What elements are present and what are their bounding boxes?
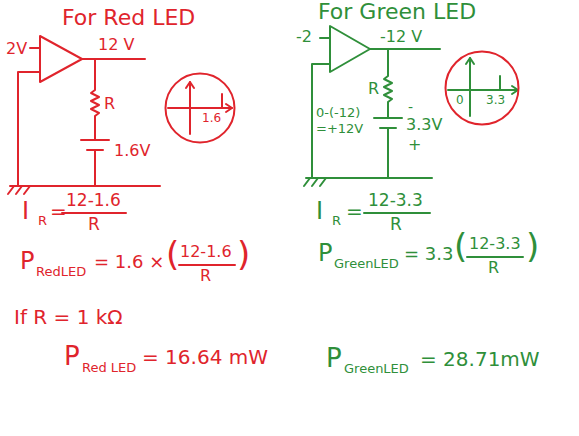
subscript: GreenLED xyxy=(344,362,409,376)
numerator: 12-1.6 xyxy=(180,243,232,261)
fraction-bar xyxy=(179,264,235,266)
ground-wire xyxy=(10,185,160,187)
axis-arrow xyxy=(466,58,474,64)
graph-circle: 1.6 xyxy=(164,72,236,144)
graph-circle: 03.3 xyxy=(444,50,520,126)
result: = 16.64 mW xyxy=(142,346,268,368)
voltage-label: -12 V xyxy=(380,28,422,46)
input-wire xyxy=(320,37,330,39)
output-wire xyxy=(82,58,145,60)
voltage-note: =+12V xyxy=(316,122,363,136)
voltage-label: 3.3V xyxy=(406,116,442,134)
axis-arrow xyxy=(186,82,194,88)
led-symbol xyxy=(81,139,109,141)
parenthesis: ( xyxy=(454,228,467,265)
input-wire xyxy=(30,47,40,49)
formula-term: P xyxy=(64,342,80,371)
parenthesis: ( xyxy=(166,236,179,273)
numerator: 12-1.6 xyxy=(66,191,121,210)
heading: For Green LED xyxy=(318,0,476,24)
voltage-label: 2V xyxy=(6,40,27,58)
led-symbol xyxy=(374,117,402,119)
axis-value: 1.6 xyxy=(202,112,221,125)
axis-arrow xyxy=(512,86,518,94)
opamp-symbol xyxy=(40,36,82,82)
fraction-bar xyxy=(62,212,126,214)
resistor-symbol xyxy=(384,49,392,118)
voltage-label: 12 V xyxy=(98,36,134,54)
subscript: Red LED xyxy=(82,361,136,375)
formula-term: = xyxy=(346,200,363,222)
resistor-label: R xyxy=(104,95,115,113)
heading: For Red LED xyxy=(62,6,195,30)
formula-term: P xyxy=(20,248,34,274)
numerator: 12-3.3 xyxy=(469,235,521,253)
circle-outline xyxy=(446,52,519,125)
subscript: R xyxy=(38,214,47,228)
resistor-symbol xyxy=(91,59,99,140)
result: = 28.71mW xyxy=(420,348,540,370)
condition-note: If R = 1 kΩ xyxy=(14,306,123,328)
denominator: R xyxy=(488,259,499,277)
resistor-label: R xyxy=(368,80,379,98)
formula-term: P xyxy=(318,240,332,266)
circle-outline xyxy=(444,50,520,126)
formula-term: I xyxy=(316,198,323,224)
subscript: GreenLED xyxy=(334,257,399,271)
wire xyxy=(94,150,96,186)
graph-tick xyxy=(221,94,223,108)
parenthesis: ) xyxy=(237,236,250,273)
formula-term: P xyxy=(326,344,342,373)
voltage-label: 1.6V xyxy=(114,142,150,160)
fraction-bar xyxy=(364,212,430,214)
output-wire xyxy=(370,48,440,50)
ground-hatch xyxy=(304,178,310,186)
ground-hatch xyxy=(320,178,326,186)
circle-outline xyxy=(164,72,236,144)
formula-term: = 3.3 xyxy=(404,244,453,264)
formula-term: = 1.6 × xyxy=(94,252,164,272)
denominator: R xyxy=(200,267,211,285)
denominator: R xyxy=(390,215,402,234)
graph-tick xyxy=(499,76,501,90)
green-circuit xyxy=(304,26,523,257)
subscript: RedLED xyxy=(36,265,86,279)
circle-outline xyxy=(166,74,235,143)
feedback-wire xyxy=(18,72,40,186)
ground-hatch xyxy=(8,186,14,194)
denominator: R xyxy=(88,215,100,234)
axis-value: 3.3 xyxy=(486,94,505,107)
ground-hatch xyxy=(312,178,318,186)
red-circuit xyxy=(8,36,235,265)
ground-hatch xyxy=(16,186,22,194)
feedback-wire xyxy=(312,64,330,178)
ground-hatch xyxy=(24,186,30,194)
polarity-mark: - xyxy=(408,100,413,115)
formula-term: = xyxy=(50,200,67,222)
graph-axis xyxy=(448,89,518,91)
axis-value: 0 xyxy=(456,94,464,107)
voltage-label: -2 xyxy=(296,28,312,46)
axis-arrow xyxy=(226,104,232,112)
wire xyxy=(387,128,389,178)
subscript: R xyxy=(332,214,341,228)
parenthesis: ) xyxy=(526,228,539,265)
numerator: 12-3.3 xyxy=(368,191,423,210)
graph-axis xyxy=(469,58,471,116)
opamp-symbol xyxy=(330,26,370,72)
fraction-bar xyxy=(467,256,523,258)
formula-term: I xyxy=(22,198,29,224)
polarity-mark: + xyxy=(408,136,421,154)
voltage-note: 0-(-12) xyxy=(316,106,360,120)
